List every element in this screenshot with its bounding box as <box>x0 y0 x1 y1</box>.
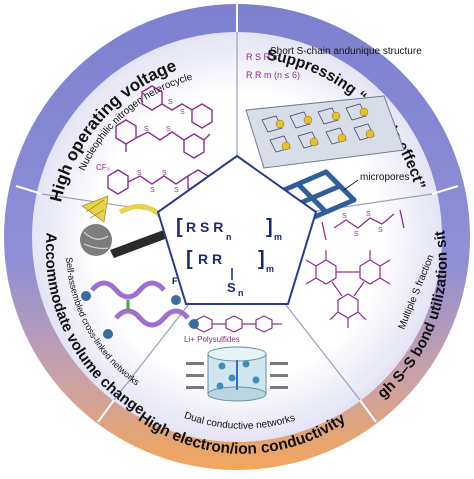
short-chain-formulas: R S R m R R m (n ≤ 6) <box>246 52 300 80</box>
svg-text:]: ] <box>266 216 273 238</box>
svg-text:[: [ <box>186 248 193 270</box>
svg-text:S: S <box>168 99 173 106</box>
hub-formula-bottom: [ R R S n ] m <box>186 248 274 298</box>
micropores-label: micropores <box>360 172 409 183</box>
svg-text:S: S <box>162 170 167 177</box>
svg-text:S: S <box>137 170 142 177</box>
svg-text:m: m <box>266 264 274 274</box>
central-hub: [ R S R n ] m [ R R S n ] m <box>156 154 318 305</box>
formula-r-s-r: R S R m <box>246 52 280 62</box>
lithium-spheres <box>81 291 199 339</box>
polysulfides-label: Li+ Polysulfides <box>184 335 240 344</box>
svg-text:S: S <box>144 126 149 133</box>
micropores-pointer <box>343 179 359 191</box>
svg-text:R R: R R <box>198 251 222 267</box>
segment-label-short-chain-line1: Short S-chain andunique structure <box>270 46 422 57</box>
ring-dividers <box>15 4 459 423</box>
svg-text:S: S <box>378 227 383 234</box>
polysulfide-chain <box>321 209 405 241</box>
svg-text:S: S <box>354 231 359 238</box>
ion-cylinder <box>207 346 267 402</box>
dipyridyl-disulfide-molecule <box>141 85 213 129</box>
force-label: F <box>172 276 178 286</box>
svg-text:S: S <box>166 126 171 133</box>
svg-text:S: S <box>174 187 179 194</box>
porous-framework-sheet <box>245 95 405 169</box>
svg-text:]: ] <box>258 248 265 270</box>
svg-text:m: m <box>274 232 282 242</box>
svg-text:[: [ <box>176 216 183 238</box>
formula-r-r-n6: R R m (n ≤ 6) <box>246 70 300 80</box>
side-chains <box>186 362 288 389</box>
yellow-fiber-bundle <box>81 195 109 223</box>
svg-text:S: S <box>150 187 155 194</box>
sulfur-labels-chain: S S S S <box>342 211 383 238</box>
sem-image-inset <box>80 224 112 256</box>
cf3-left-text: CF₃ <box>96 163 110 172</box>
svg-text:S: S <box>227 280 236 295</box>
svg-text:S: S <box>342 213 347 220</box>
svg-text:n: n <box>226 232 232 242</box>
svg-text:R S R: R S R <box>186 219 223 235</box>
svg-text:n: n <box>238 288 244 298</box>
hub-formula-top: [ R S R n ] m <box>176 216 282 242</box>
pyridinone-disulfide-molecule <box>115 119 211 159</box>
wavy-chains <box>90 280 190 328</box>
svg-text:S: S <box>180 109 185 116</box>
svg-text:S: S <box>366 211 371 218</box>
hexathio-benzene-network <box>305 250 391 328</box>
